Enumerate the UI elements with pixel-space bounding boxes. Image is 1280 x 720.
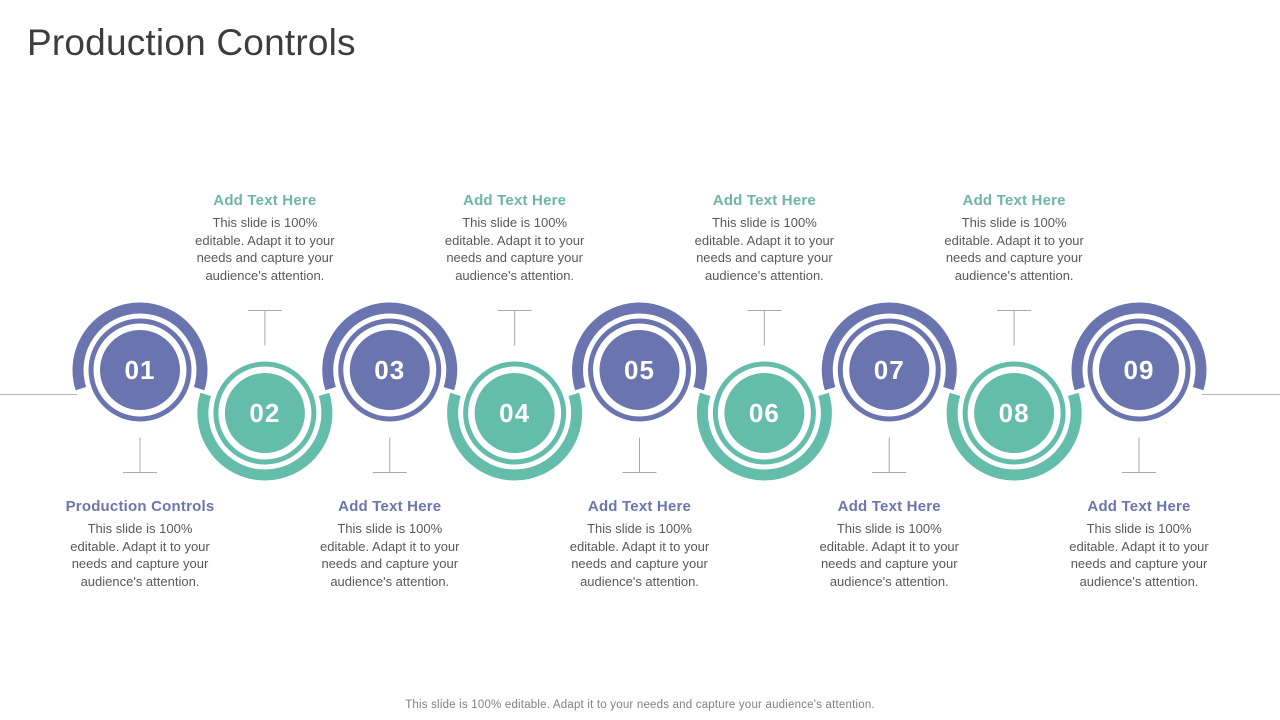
step-ring [837,318,941,422]
step-ring [588,318,691,422]
step-number: 07 [874,355,905,385]
step-disc [849,330,930,410]
slide-title: Production Controls [27,22,356,63]
step-ring [88,318,192,422]
step-ring [338,318,442,422]
step-disc [100,330,180,410]
step-outer-arc [946,392,1082,481]
step-outer-arc [696,392,832,481]
step-disc [1099,330,1179,410]
step-number: 01 [125,355,156,385]
step-ring [712,361,816,465]
step-number: 03 [374,355,405,385]
step-disc [224,373,305,453]
step-outer-arc [1071,302,1207,391]
step-outer-arc [572,302,707,391]
step-number: 02 [249,398,280,428]
step-ring [1087,318,1191,422]
step-disc [724,373,805,453]
step-disc [974,373,1055,453]
step-disc [474,373,555,453]
step-number: 08 [999,398,1030,428]
step-disc [349,330,430,410]
circle-marks-layer: 01 02 03 04 05 06 07 08 09 [72,302,1207,481]
step-outer-arc [821,302,957,391]
step-ring [962,361,1066,465]
step-outer-arc [197,392,333,481]
step-outer-arc [322,302,458,391]
step-outer-arc [447,392,583,481]
step-ring [463,361,567,465]
step-number: 04 [499,398,530,428]
step-number: 09 [1124,355,1155,385]
step-number: 05 [624,355,655,385]
step-number: 06 [749,398,780,428]
step-ring [213,361,317,465]
slide-footer: This slide is 100% editable. Adapt it to… [405,699,875,711]
step-outer-arc [72,302,208,391]
step-disc [599,330,680,410]
